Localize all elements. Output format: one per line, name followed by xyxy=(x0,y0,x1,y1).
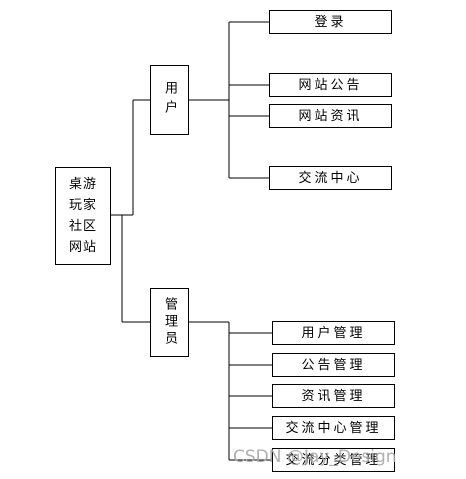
leaf-node-site-news: 网站资讯 xyxy=(269,104,392,128)
leaf-node-exchange-center-management: 交流中心管理 xyxy=(272,416,395,440)
leaf-node-label: 交流中心管理 xyxy=(285,420,382,436)
leaf-node-label: 交流中心 xyxy=(298,170,363,186)
leaf-node-exchange-category-management: 交流分类管理 xyxy=(272,448,395,472)
leaf-node-news-management: 资讯管理 xyxy=(272,384,395,408)
watermark-text: CSDN @Jay_Design xyxy=(233,447,397,467)
root-node: 桌游 玩家 社区 网站 xyxy=(55,167,111,265)
leaf-node-exchange-center: 交流中心 xyxy=(269,166,392,190)
root-node-label: 桌游 玩家 社区 网站 xyxy=(68,177,97,255)
branch-node-admin-label: 管理员 xyxy=(162,297,177,348)
branch-node-admin: 管理员 xyxy=(150,288,189,357)
leaf-node-login: 登录 xyxy=(269,10,392,34)
leaf-node-label: 公告管理 xyxy=(301,357,366,373)
leaf-node-user-management: 用户管理 xyxy=(272,321,395,345)
leaf-node-label: 交流分类管理 xyxy=(285,452,382,468)
branch-node-user: 用户 xyxy=(150,65,189,135)
leaf-node-label: 网站公告 xyxy=(298,77,363,93)
leaf-node-notice-management: 公告管理 xyxy=(272,353,395,377)
branch-node-user-label: 用户 xyxy=(162,81,177,119)
leaf-node-site-notice: 网站公告 xyxy=(269,73,392,97)
leaf-node-label: 网站资讯 xyxy=(298,108,363,124)
leaf-node-label: 资讯管理 xyxy=(301,388,366,404)
leaf-node-label: 用户管理 xyxy=(301,325,366,341)
leaf-node-label: 登录 xyxy=(314,14,347,30)
